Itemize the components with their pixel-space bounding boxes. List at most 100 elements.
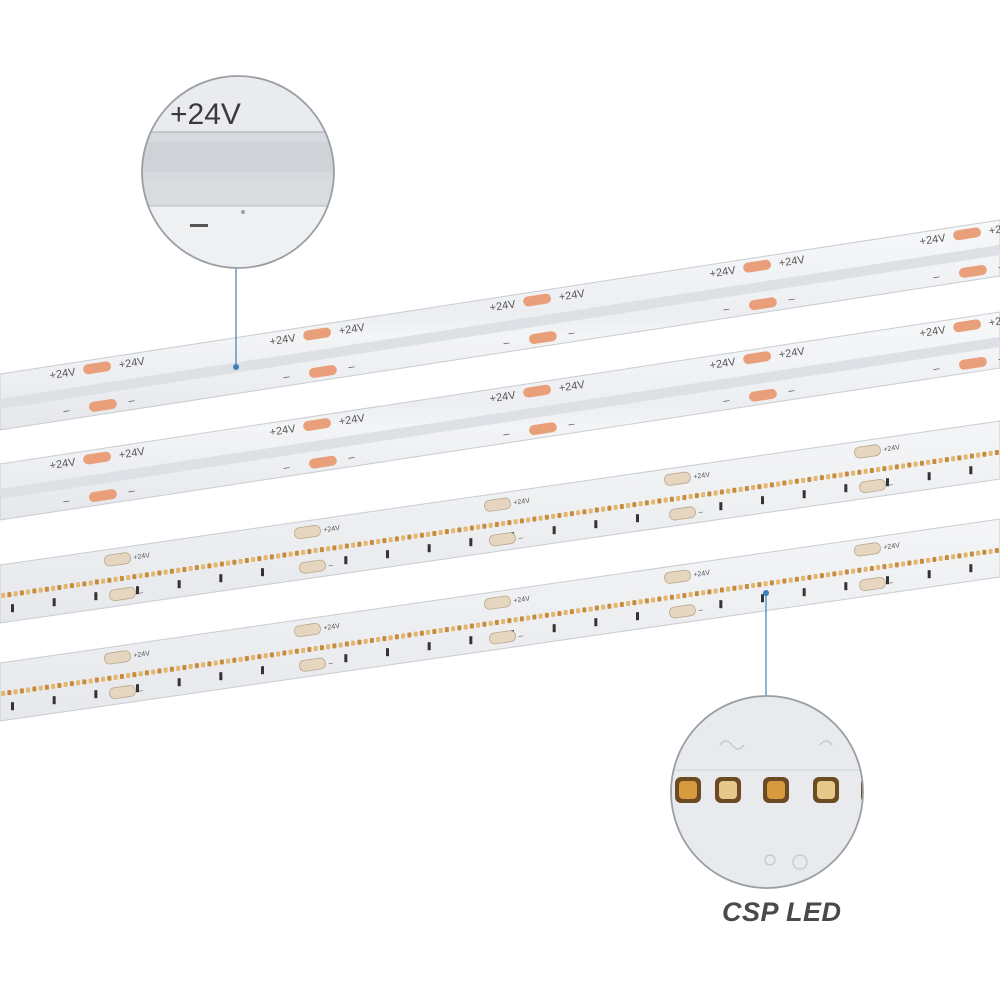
led-chip: [113, 576, 118, 582]
led-chip: [32, 686, 37, 692]
resistor: [427, 642, 431, 651]
solder-segment: +24V–: [484, 595, 531, 645]
negative-marking: –: [722, 394, 731, 407]
solder-segment: +24V+24V––: [489, 288, 586, 350]
led-chip: [38, 685, 43, 691]
led-chip: [657, 596, 662, 602]
solder-pad: [859, 479, 886, 494]
led-chip: [426, 629, 431, 635]
led-chip: [719, 587, 724, 593]
led-chip: [376, 539, 381, 545]
solder-pad: [109, 587, 136, 602]
positive-marking: +24V: [883, 444, 901, 453]
led-chip: [357, 541, 362, 547]
led-chip: [969, 551, 974, 557]
resistor: [844, 484, 848, 493]
led-chip: [419, 532, 424, 538]
solder-pad: [88, 399, 117, 412]
positive-marking: +24V: [118, 355, 146, 371]
caption-csp-led: CSP LED: [722, 897, 842, 927]
led-chip: [732, 487, 737, 493]
led-chip: [138, 573, 143, 579]
positive-marking: +24V: [883, 542, 901, 551]
solder-segment: +24V–: [104, 552, 151, 602]
resistor: [136, 586, 139, 595]
led-chip: [551, 611, 556, 617]
solder-segment: +24V–: [294, 525, 341, 574]
led-chip: [869, 467, 874, 473]
positive-marking: +24V: [693, 570, 711, 579]
led-chip: [776, 481, 781, 487]
zoom-led-chip: [861, 777, 863, 803]
led-chip: [301, 549, 306, 555]
solder-segment: +24V+24V––: [49, 355, 146, 417]
solder-segment: +24V–: [294, 623, 341, 672]
solder-pad: [958, 265, 987, 278]
led-chip: [388, 537, 393, 543]
led-chip: [132, 574, 137, 580]
led-chip: [807, 476, 812, 482]
led-chip: [294, 550, 299, 556]
led-chip: [544, 612, 549, 618]
led-chip: [476, 524, 481, 530]
led-chip: [307, 646, 312, 652]
led-chip: [126, 575, 131, 581]
led-chip: [726, 488, 731, 494]
led-chip: [788, 577, 793, 583]
resistor: [844, 582, 848, 591]
negative-marking: –: [128, 485, 137, 498]
led-chip: [632, 600, 637, 606]
led-chip: [757, 582, 762, 588]
led-chip: [19, 688, 24, 694]
led-chip: [457, 625, 462, 631]
led-chip: [69, 583, 74, 589]
led-chip: [82, 581, 87, 587]
solder-pad: [489, 532, 516, 547]
resistor: [386, 648, 389, 657]
led-chip: [269, 554, 274, 560]
led-chip: [269, 652, 274, 658]
solder-pad: [669, 604, 696, 619]
led-chip: [682, 592, 687, 598]
led-chip: [232, 559, 237, 565]
led-chip: [538, 613, 543, 619]
led-chip: [194, 565, 199, 571]
led-chip: [238, 656, 243, 662]
led-chip: [626, 503, 631, 509]
led-chip: [676, 593, 681, 599]
led-chip: [782, 578, 787, 584]
solder-pad: [953, 227, 982, 241]
positive-marking: +24V: [778, 345, 806, 361]
led-chip: [588, 606, 593, 612]
solder-pad: [953, 319, 982, 333]
zoom-positive-label: +24V: [170, 98, 241, 131]
led-chip: [457, 527, 462, 533]
led-chip: [57, 584, 62, 590]
led-chip: [951, 554, 956, 560]
led-chip: [369, 637, 374, 643]
negative-marking: –: [998, 260, 1000, 273]
resistor: [552, 624, 556, 633]
resistor: [94, 592, 98, 601]
led-chip: [994, 547, 999, 553]
led-chip: [688, 494, 693, 500]
led-chip: [526, 517, 531, 523]
led-chip: [394, 634, 399, 640]
led-chip: [713, 490, 718, 496]
led-chip: [263, 555, 268, 561]
led-chip: [501, 521, 506, 527]
led-chip: [313, 646, 318, 652]
positive-marking: +24V: [558, 288, 586, 304]
led-chip: [582, 607, 587, 613]
resistor: [136, 684, 139, 693]
led-chip: [376, 637, 381, 643]
led-chip: [463, 526, 468, 532]
led-chip: [832, 571, 837, 577]
led-chip: [751, 485, 756, 491]
resistor: [636, 612, 639, 621]
led-chip: [832, 473, 837, 479]
negative-marking: –: [722, 303, 731, 316]
led-chip: [263, 653, 268, 659]
solder-pad: [484, 595, 511, 610]
